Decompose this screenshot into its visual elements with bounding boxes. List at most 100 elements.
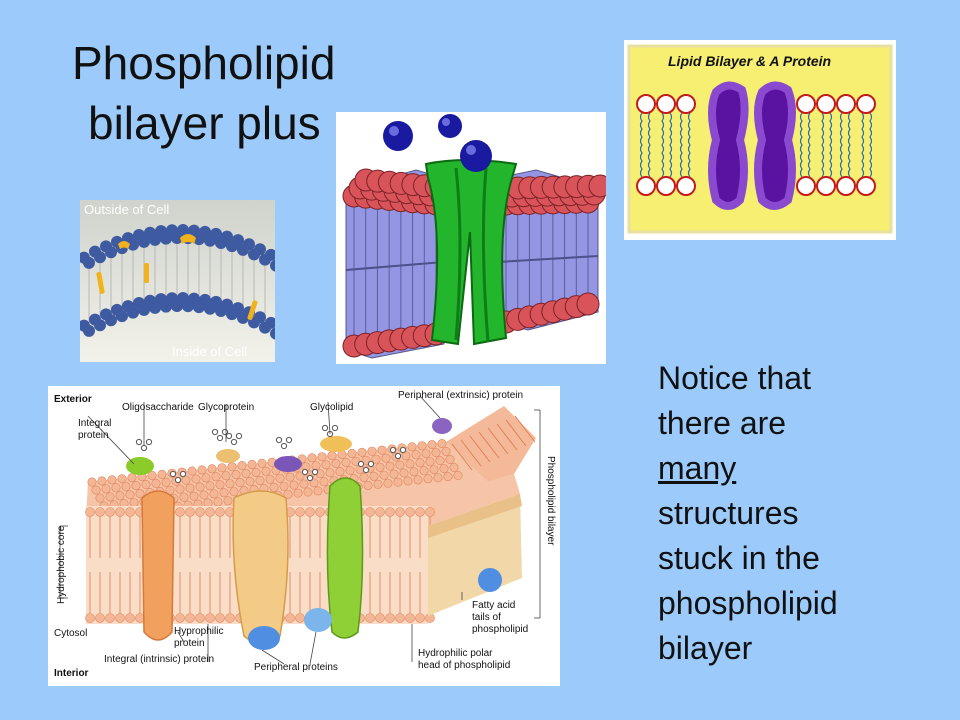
- lipid-head: [111, 483, 121, 493]
- lipid-head: [95, 507, 105, 517]
- lipid-head: [235, 478, 245, 488]
- lipid-head: [85, 613, 95, 623]
- lipid-tail: [687, 112, 691, 178]
- lipid-head: [237, 311, 249, 324]
- lipid-head: [345, 466, 355, 476]
- lipid-head: [247, 459, 257, 469]
- lipid-head: [135, 489, 145, 499]
- sugar-unit: [301, 468, 309, 476]
- lipid-bilayer-protein-figure: Lipid Bilayer & A Protein: [624, 40, 896, 240]
- lipid-head: [305, 507, 315, 517]
- lipid-head: [265, 474, 275, 484]
- lipid-head: [215, 237, 227, 250]
- lipid-head: [215, 613, 225, 623]
- sugar-unit: [225, 432, 233, 440]
- fluid-mosaic-membrane-figure: Exterior Oligosaccharide Glycoprotein Gl…: [48, 386, 560, 686]
- membrane-protein: [708, 81, 796, 210]
- lipid-head: [125, 490, 135, 500]
- peripheral-extrinsic-label: Peripheral (extrinsic) protein: [398, 390, 523, 401]
- lipid-head: [255, 475, 265, 485]
- lipid-head: [94, 251, 106, 264]
- lipid-tail: [451, 443, 473, 471]
- lipid-head: [413, 475, 423, 485]
- lipid-head: [223, 496, 233, 506]
- glycolipid-head: [320, 436, 352, 452]
- sugar-unit: [174, 476, 182, 484]
- notice-line: stuck in the: [658, 540, 820, 576]
- lipid-head: [161, 477, 171, 487]
- lipid-head: [193, 233, 205, 246]
- inside-of-cell-label: Inside of Cell: [172, 344, 247, 359]
- lipid-tail: [669, 112, 673, 178]
- lipid-head: [361, 455, 371, 465]
- lipid-head: [321, 460, 331, 470]
- sugar-unit: [280, 442, 288, 450]
- lipid-head: [656, 94, 676, 114]
- lipid-head: [175, 613, 185, 623]
- lipid-tail: [799, 112, 803, 178]
- lipid-head: [441, 446, 451, 456]
- lipid-head: [209, 489, 219, 499]
- lipid-head: [221, 471, 231, 481]
- lipid-head: [105, 613, 115, 623]
- hydrophilic-protein-label-line-2: protein: [174, 638, 205, 649]
- lipid-head: [203, 498, 213, 508]
- lipid-head: [429, 465, 439, 475]
- lipid-head: [636, 94, 656, 114]
- lipid-head: [175, 507, 185, 517]
- lipid-head: [87, 477, 97, 487]
- lipid-head: [311, 461, 321, 471]
- peripheral-protein-edge: [478, 568, 502, 592]
- lipid-head: [185, 483, 195, 493]
- lipid-head: [377, 445, 387, 455]
- peripheral-proteins-label: Peripheral proteins: [254, 662, 338, 673]
- hydrophilic-polar-label-line-2: head of phospholipid: [418, 660, 510, 671]
- lipid-head: [576, 292, 600, 316]
- lipid-head: [205, 481, 215, 491]
- lipid-head: [204, 234, 216, 247]
- lipid-head: [443, 472, 453, 482]
- sugar-unit: [179, 470, 187, 478]
- lipid-head: [226, 308, 238, 321]
- sugar-unit: [362, 466, 370, 474]
- lipid-head: [211, 472, 221, 482]
- lipid-head: [407, 442, 417, 452]
- right-bilayer-block: [494, 169, 606, 334]
- lipid-head: [417, 441, 427, 451]
- notice-line-underlined: many: [658, 450, 737, 486]
- green-surface-protein: [126, 457, 154, 475]
- lipid-head: [115, 507, 125, 517]
- lipid-head: [275, 473, 285, 483]
- lipid-head: [395, 613, 405, 623]
- lipid-head: [373, 479, 383, 489]
- lipid-head: [401, 451, 411, 461]
- notice-text: Notice that there are many structures st…: [658, 356, 918, 671]
- integral-intrinsic-label: Integral (intrinsic) protein: [104, 654, 214, 665]
- lipid-head: [259, 321, 271, 334]
- lipid-head: [117, 474, 127, 484]
- lipid-head: [215, 305, 227, 318]
- lipid-head: [181, 475, 191, 485]
- lipid-head: [445, 455, 455, 465]
- lipid-head: [205, 507, 215, 517]
- lipid-head: [289, 480, 299, 490]
- lipid-head: [97, 476, 107, 486]
- sugar-unit: [394, 452, 402, 460]
- lipid-head: [421, 449, 431, 459]
- fatty-acid-label-line-1: Fatty acid: [472, 600, 515, 611]
- lipid-head: [91, 485, 101, 495]
- lipid-head: [151, 478, 161, 488]
- lipid-head: [149, 301, 161, 314]
- lipid-head: [385, 613, 395, 623]
- lipid-head: [836, 176, 856, 196]
- lipid-head: [327, 451, 337, 461]
- notice-line: phospholipid: [658, 585, 838, 621]
- glycoprotein-label: Glycoprotein: [198, 402, 254, 413]
- lipid-head: [399, 468, 409, 478]
- lipid-head: [319, 477, 329, 487]
- lipid-head: [431, 448, 441, 458]
- lipid-tail: [487, 427, 509, 455]
- lipid-head: [433, 473, 443, 483]
- fatty-acid-label-line-3: phospholipid: [472, 624, 528, 635]
- lipid-head: [237, 461, 247, 471]
